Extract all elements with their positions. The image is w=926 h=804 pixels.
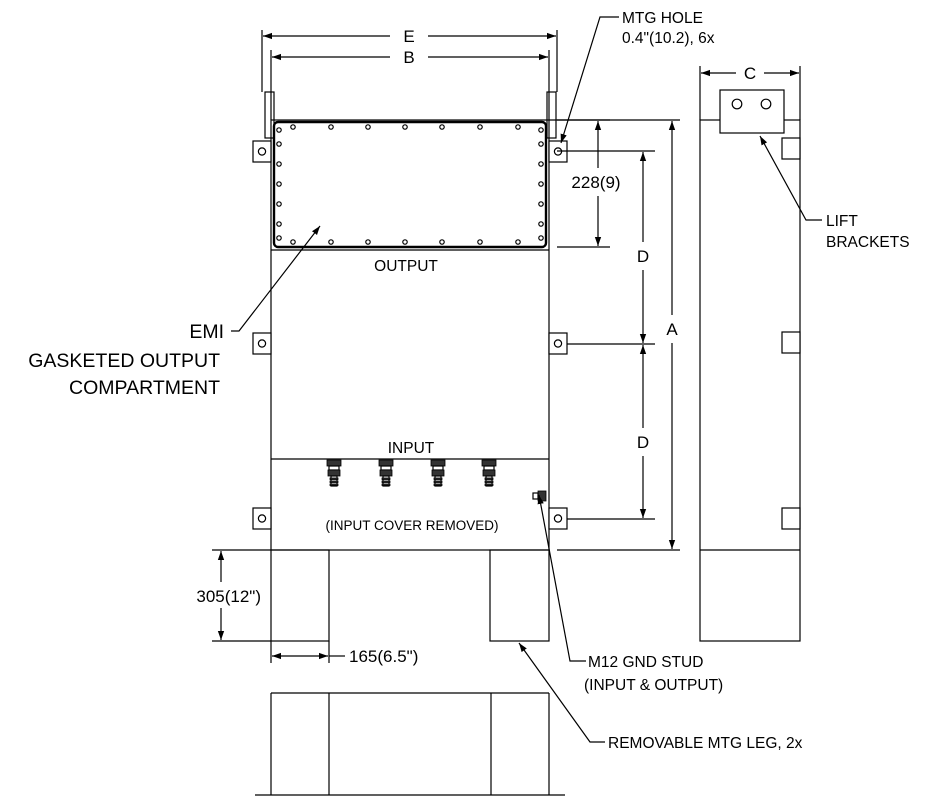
dim-label-a: A [666, 320, 678, 339]
gasket-bolt [328, 124, 334, 130]
labels: E B C D D A 228(9) 305(12") 165(6.5") MT… [28, 10, 909, 752]
lift-brackets-label: LIFT [826, 213, 858, 230]
gasket-bolt [538, 201, 544, 207]
mtg-hole-spec: 0.4"(10.2), 6x [622, 30, 715, 47]
removable-leg-label: REMOVABLE MTG LEG, 2x [608, 735, 803, 752]
mounting-tab [548, 332, 568, 355]
gasket-bolt [290, 239, 296, 245]
gasket-bolt [402, 124, 408, 130]
gasket-bolt [515, 239, 521, 245]
dim-label-b: B [403, 48, 414, 67]
lift-brackets-label-2: BRACKETS [826, 234, 910, 251]
gasket-bolt [276, 181, 282, 187]
gasket-bolt [328, 239, 334, 245]
side-enclosure [699, 119, 801, 642]
gasket-bolt [365, 124, 371, 130]
dim-label-d-lower: D [637, 433, 649, 452]
mounting-leg-left [270, 549, 330, 642]
gasket-bolt [538, 181, 544, 187]
gasket-bolt [538, 161, 544, 167]
dim-label-c: C [744, 64, 756, 83]
gasket-bolt [290, 124, 296, 130]
gasket-bolt [276, 201, 282, 207]
mounting-leg-right [489, 549, 550, 642]
gasket-bolt [538, 221, 544, 227]
bottom-view [255, 692, 565, 796]
mounting-tab [252, 140, 272, 163]
mounting-tab [548, 507, 568, 530]
emi-label-3: COMPARTMENT [69, 377, 220, 399]
gasket-bolt [477, 124, 483, 130]
emi-label-2: GASKETED OUTPUT [28, 350, 220, 372]
front-view [252, 91, 568, 642]
gasket-bolt [538, 127, 544, 133]
right-lift-bracket [546, 91, 557, 139]
input-cover-removed-label: (INPUT COVER REMOVED) [325, 518, 498, 533]
input-terminal [326, 459, 342, 487]
gasket-bolt [276, 221, 282, 227]
dim-label-leg-height: 305(12") [196, 587, 261, 606]
dim-label-e: E [403, 27, 414, 46]
mounting-tab [252, 332, 272, 355]
input-terminal [430, 459, 446, 487]
gnd-stud-label: M12 GND STUD [588, 654, 703, 671]
main-enclosure [270, 119, 550, 551]
gasket-bolt [276, 235, 282, 241]
dim-label-d-upper: D [637, 247, 649, 266]
gasket-bolt [515, 124, 521, 130]
side-lift-bracket [719, 89, 785, 134]
gasket-bolt [439, 239, 445, 245]
gasket-bolt [402, 239, 408, 245]
left-lift-bracket [264, 91, 275, 139]
mtg-hole-label: MTG HOLE [622, 10, 703, 27]
gasket-bolt [538, 141, 544, 147]
dimension-lines [212, 30, 801, 663]
gasket-bolt [439, 124, 445, 130]
emi-label: EMI [189, 321, 224, 343]
input-terminal [481, 459, 497, 487]
mounting-tab [252, 507, 272, 530]
dim-label-leg-width: 165(6.5") [349, 647, 418, 666]
input-terminals [326, 459, 497, 487]
leader-lines [231, 16, 822, 743]
dim-label-compartment-height: 228(9) [571, 173, 620, 192]
output-compartment [272, 120, 548, 249]
input-label: INPUT [388, 440, 435, 457]
gasket-bolt [538, 235, 544, 241]
input-terminal [378, 459, 394, 487]
side-view [699, 89, 801, 642]
mounting-tabs [252, 140, 568, 530]
output-label: OUTPUT [374, 258, 438, 275]
gnd-stud-label-2: (INPUT & OUTPUT) [584, 677, 723, 694]
gasket-bolt [276, 161, 282, 167]
gasket-bolt [276, 141, 282, 147]
gasket-bolts [276, 124, 544, 245]
gasket-bolt [365, 239, 371, 245]
gasket-bolt [276, 127, 282, 133]
gasket-bolt [477, 239, 483, 245]
